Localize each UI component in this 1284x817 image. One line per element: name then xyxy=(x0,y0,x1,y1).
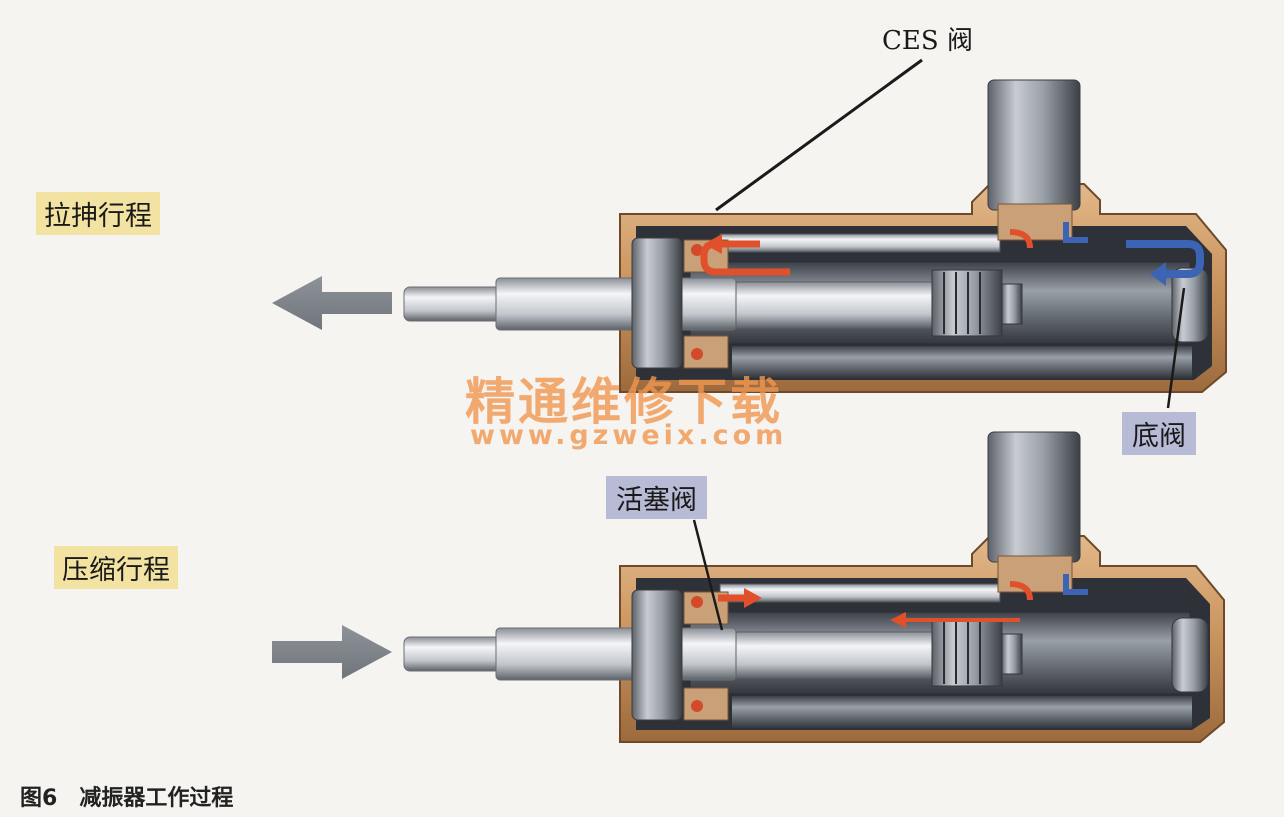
rod-guide xyxy=(631,589,683,721)
seal-ring xyxy=(691,244,703,256)
oil-flow-red-arrow xyxy=(744,588,762,608)
oil-flow-red-arrow xyxy=(704,234,722,254)
upper-passage xyxy=(719,583,1001,603)
figure-title: 减振器工作过程 xyxy=(79,786,234,811)
rod-extension xyxy=(735,281,947,329)
piston-valve-label: 活塞阀 xyxy=(606,476,707,519)
compress-assembly xyxy=(272,431,1225,743)
seal-ring xyxy=(691,700,703,712)
piston-nut xyxy=(1001,283,1023,325)
piston-valve-leader-line xyxy=(692,519,724,631)
seal-ring xyxy=(691,596,703,608)
compress-stroke-label: 压缩行程 xyxy=(54,546,178,589)
piston-rod-shoulder xyxy=(495,627,737,681)
ces-valve-body xyxy=(987,431,1081,563)
oil-flow-blue-arrow xyxy=(1126,240,1204,278)
figure-number: 图6 xyxy=(20,786,58,811)
seal-block-lower xyxy=(683,687,729,721)
ces-leader-line xyxy=(715,58,923,212)
base-valve xyxy=(1171,617,1209,693)
oil-flow-blue-arrow xyxy=(1063,574,1088,595)
arrow-right-icon xyxy=(272,625,392,679)
base-valve-label: 底阀 xyxy=(1122,412,1196,455)
figure-caption: 图6 减振器工作过程 xyxy=(20,780,233,812)
piston-nut xyxy=(1001,633,1023,675)
piston-rod-shoulder xyxy=(495,277,737,331)
ces-valve-seat xyxy=(997,555,1073,593)
ces-valve-body xyxy=(987,79,1081,211)
piston-rings xyxy=(943,272,981,334)
oil-flow-red-arrow xyxy=(1009,229,1033,249)
ces-valve-seat xyxy=(997,203,1073,241)
ces-valve-label: CES 阀 xyxy=(882,26,973,56)
oil-flow-red-arrow xyxy=(1009,581,1033,601)
watermark-site-name: 精通维修下载 xyxy=(465,373,783,431)
rod-extension xyxy=(735,631,947,679)
oil-flow-blue-arrow xyxy=(1150,262,1166,286)
oil-flow-blue-arrow xyxy=(1063,222,1088,243)
piston-rings xyxy=(943,622,981,684)
base-valve xyxy=(1171,267,1209,343)
seal-block-lower xyxy=(683,335,729,369)
oil-flow-red-arrow xyxy=(890,612,906,628)
reservoir-tube xyxy=(732,696,1192,728)
stretch-stroke-label: 拉抻行程 xyxy=(36,192,160,235)
upper-passage xyxy=(719,233,1001,253)
arrow-left-icon xyxy=(272,276,392,330)
base-valve-leader-line xyxy=(1166,287,1186,409)
stretch-assembly xyxy=(272,58,1227,409)
rod-guide xyxy=(631,237,683,369)
seal-block-upper xyxy=(683,591,729,625)
reservoir-tube xyxy=(732,346,1192,378)
seal-ring xyxy=(691,348,703,360)
watermark-url: www.gzweix.com xyxy=(470,420,788,451)
